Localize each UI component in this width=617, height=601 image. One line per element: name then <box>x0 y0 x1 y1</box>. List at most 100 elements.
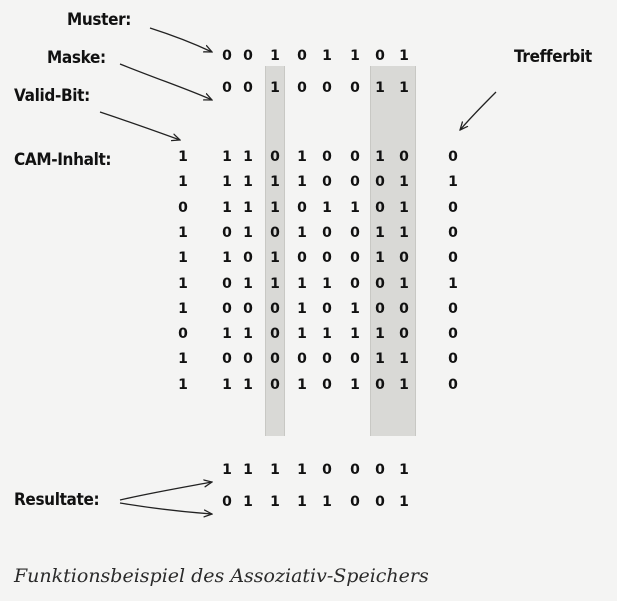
cam-bit: 0 <box>322 149 332 165</box>
trefferbit: 0 <box>448 224 458 241</box>
cam-bit: 1 <box>222 199 232 216</box>
muster-bit: 0 <box>297 48 307 64</box>
cam-bit: 1 <box>350 376 360 393</box>
resultate-arrow-upper <box>119 482 212 501</box>
resultate-bit: 0 <box>350 462 360 478</box>
cam-bit: 1 <box>222 149 232 165</box>
trefferbit: 1 <box>448 174 458 191</box>
cam-bit: 1 <box>322 275 332 292</box>
cam-bit: 1 <box>243 174 253 191</box>
muster-bit: 0 <box>243 48 253 64</box>
cam-bit: 0 <box>375 199 385 216</box>
cam-bit: 0 <box>322 250 332 267</box>
cam-bit: 0 <box>270 149 280 165</box>
cam-bit: 1 <box>243 275 253 292</box>
trefferbit-arrow <box>460 91 497 130</box>
resultate-bit: 1 <box>297 462 307 478</box>
resultate-bit: 0 <box>322 462 332 478</box>
resultate-bit: 1 <box>222 462 232 478</box>
trefferbit: 0 <box>448 199 458 216</box>
resultate-bit: 1 <box>243 462 253 478</box>
cam-bit: 0 <box>350 174 360 191</box>
maske-label: Maske: <box>47 48 106 68</box>
muster-bit: 0 <box>375 48 385 64</box>
cam-bit: 0 <box>399 250 409 267</box>
cam-bit: 0 <box>322 174 332 191</box>
cam-bit: 0 <box>270 300 280 317</box>
resultate-label: Resultate: <box>14 490 100 510</box>
cam-bit: 0 <box>322 300 332 317</box>
cam-bit: 1 <box>222 174 232 191</box>
cam-bit: 1 <box>297 224 307 241</box>
cam-bit: 0 <box>350 250 360 267</box>
maske-bit: 0 <box>297 80 307 96</box>
maske-bit: 0 <box>322 80 332 96</box>
resultate-bit: 1 <box>297 494 307 510</box>
cam-bit: 0 <box>350 275 360 292</box>
valid-bit: 1 <box>178 376 188 393</box>
cam-bit: 1 <box>297 300 307 317</box>
muster-bit: 0 <box>222 48 232 64</box>
cam-bit: 1 <box>350 326 360 343</box>
cam-bit: 1 <box>399 351 409 368</box>
cam-bit: 0 <box>222 224 232 241</box>
cam-bit: 0 <box>399 326 409 343</box>
cam-bit: 0 <box>350 351 360 368</box>
resultate-bit: 1 <box>270 494 280 510</box>
trefferbit: 0 <box>448 326 458 343</box>
cam-bit: 1 <box>322 199 332 216</box>
valid-bit: 1 <box>178 300 188 317</box>
valid-bit: 1 <box>178 174 188 191</box>
cam-bit: 0 <box>350 149 360 165</box>
shaded-column-band <box>370 66 416 436</box>
cam-bit: 1 <box>243 199 253 216</box>
cam-bit: 0 <box>322 224 332 241</box>
valid-bit: 0 <box>178 199 188 216</box>
cam-bit: 1 <box>297 275 307 292</box>
cam-bit: 0 <box>350 224 360 241</box>
valid-bit: 1 <box>178 250 188 267</box>
maske-bit: 0 <box>222 80 232 96</box>
resultate-bit: 1 <box>399 462 409 478</box>
cam-bit: 1 <box>399 275 409 292</box>
muster-bit: 1 <box>270 48 280 64</box>
resultate-bit: 1 <box>322 494 332 510</box>
cam-bit: 0 <box>375 376 385 393</box>
cam-bit: 0 <box>243 300 253 317</box>
shaded-column <box>265 66 285 436</box>
cam-bit: 0 <box>243 250 253 267</box>
cam-bit: 0 <box>322 351 332 368</box>
muster-arrow <box>149 27 212 52</box>
cam-bit: 0 <box>375 174 385 191</box>
cam-bit: 1 <box>375 326 385 343</box>
cam-inhalt-label: CAM-Inhalt: <box>14 150 112 170</box>
cam-bit: 1 <box>322 326 332 343</box>
resultate-bit: 0 <box>350 494 360 510</box>
valid-bit-label: Valid-Bit: <box>14 86 90 106</box>
cam-bit: 1 <box>375 149 385 165</box>
cam-bit: 1 <box>399 199 409 216</box>
resultate-arrow-lower <box>119 502 212 514</box>
valid-bit: 1 <box>178 149 188 165</box>
cam-bit: 0 <box>375 275 385 292</box>
cam-bit: 0 <box>297 351 307 368</box>
cam-bit: 1 <box>297 326 307 343</box>
cam-bit: 0 <box>322 376 332 393</box>
trefferbit: 0 <box>448 351 458 368</box>
resultate-bit: 1 <box>270 462 280 478</box>
valid-bit: 1 <box>178 351 188 368</box>
cam-bit: 1 <box>243 149 253 165</box>
trefferbit: 0 <box>448 300 458 317</box>
trefferbit: 0 <box>448 376 458 393</box>
cam-bit: 0 <box>270 376 280 393</box>
cam-bit: 0 <box>243 351 253 368</box>
